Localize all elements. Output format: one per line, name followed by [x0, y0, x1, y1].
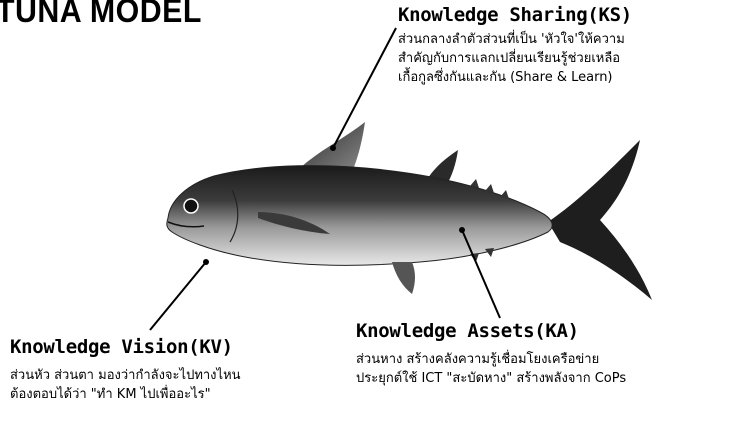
fish-eye: [184, 199, 198, 213]
ks-line: สำคัญกับการแลกเปลี่ยนเรียนรู้ช่วยเหลือ: [398, 49, 632, 68]
ks-heading: Knowledge Sharing(KS): [398, 4, 632, 26]
tuna-fish: [167, 122, 652, 300]
ks-pointer: [333, 28, 396, 148]
kv-description: ส่วนหัว ส่วนตา มองว่ากำลังจะไปทางไหน ต้อ…: [10, 366, 241, 404]
kv-line: ส่วนหัว ส่วนตา มองว่ากำลังจะไปทางไหน: [10, 366, 241, 385]
ka-line: ส่วนหาง สร้างคลังความรู้เชื่อมโยงเครือข่…: [356, 350, 626, 369]
kv-line: ต้องตอบได้ว่า "ทำ KM ไปเพื่ออะไร": [10, 385, 241, 404]
ks-description: ส่วนกลางลำตัวส่วนที่เป็น 'หัวใจ'ให้ความ …: [398, 30, 632, 87]
kv-pointer-dot: [203, 259, 209, 265]
tail-fin: [548, 140, 652, 300]
tuna-body: [167, 166, 552, 266]
kv-pointer: [150, 262, 206, 330]
knowledge-sharing-label: Knowledge Sharing(KS) ส่วนกลางลำตัวส่วนท…: [398, 4, 632, 87]
ka-pointer-dot: [459, 227, 465, 233]
knowledge-assets-label: Knowledge Assets(KA) ส่วนหาง สร้างคลังคว…: [356, 320, 626, 388]
ks-line: ส่วนกลางลำตัวส่วนที่เป็น 'หัวใจ'ให้ความ: [398, 30, 632, 49]
ks-line: เกื้อกูลซึ่งกันและกัน (Share & Learn): [398, 68, 632, 87]
ks-pointer-dot: [330, 145, 336, 151]
ka-line: ประยุกต์ใช้ ICT "สะบัดหาง" สร้างพลังจาก …: [356, 369, 626, 388]
anal-fin: [392, 262, 415, 294]
ka-heading: Knowledge Assets(KA): [356, 320, 626, 342]
knowledge-vision-label: Knowledge Vision(KV) ส่วนหัว ส่วนตา มองว…: [10, 336, 241, 404]
ka-description: ส่วนหาง สร้างคลังความรู้เชื่อมโยงเครือข่…: [356, 350, 626, 388]
kv-heading: Knowledge Vision(KV): [10, 336, 241, 358]
